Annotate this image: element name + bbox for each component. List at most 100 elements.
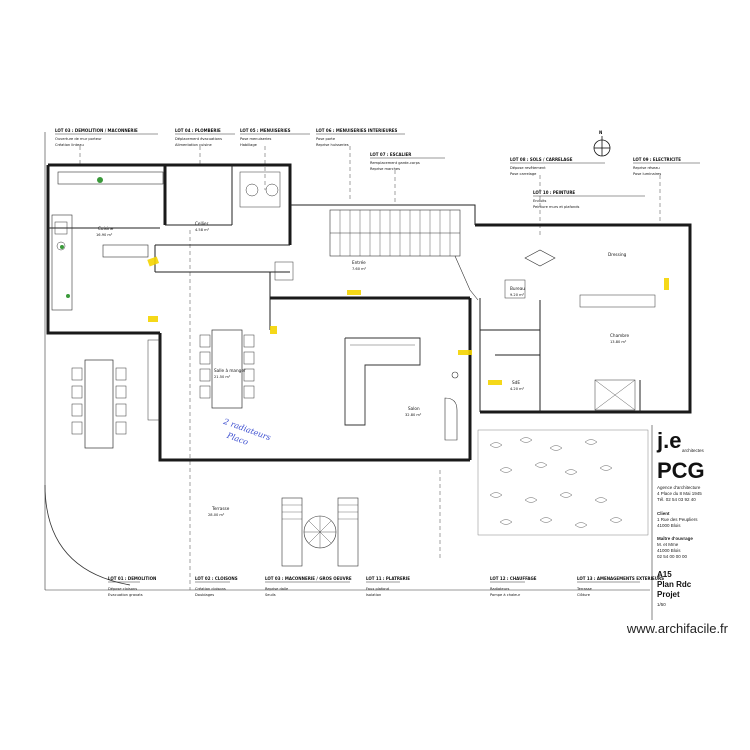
svg-text:LOT 03 : MACONNERIE / GROS OEU: LOT 03 : MACONNERIE / GROS OEUVRE bbox=[265, 576, 352, 581]
svg-text:41000 Blois: 41000 Blois bbox=[657, 548, 681, 553]
svg-text:Ouverture de mur porteur: Ouverture de mur porteur bbox=[55, 137, 102, 141]
annotation-bottom-0: LOT 01 : DEMOLITION Dépose cloisons Evac… bbox=[108, 576, 156, 597]
svg-text:LOT 09 : ELECTRICITE: LOT 09 : ELECTRICITE bbox=[633, 157, 681, 162]
svg-text:Bureau: Bureau bbox=[510, 286, 525, 291]
annotation-bottom-2: LOT 03 : MACONNERIE / GROS OEUVRE Repris… bbox=[265, 576, 352, 597]
svg-text:Habillage: Habillage bbox=[240, 143, 258, 147]
svg-text:LOT 10 : PEINTURE: LOT 10 : PEINTURE bbox=[533, 190, 575, 195]
garden-gravel bbox=[477, 429, 649, 536]
svg-text:28.00 m²: 28.00 m² bbox=[208, 513, 225, 517]
svg-text:Isolation: Isolation bbox=[366, 593, 381, 597]
handwritten-note: 2 radiateurs Placo bbox=[221, 417, 272, 447]
svg-text:4.20 m²: 4.20 m² bbox=[510, 387, 525, 391]
annotation-top-7: LOT 10 : PEINTURE Enduits Peinture murs … bbox=[533, 190, 645, 209]
svg-text:Enduits: Enduits bbox=[533, 199, 547, 203]
annotation-top-0: LOT 03 : DEMOLITION / MACONNERIE Ouvertu… bbox=[55, 128, 158, 147]
annotation-top-1: LOT 04 : PLOMBERIE Déplacement évacuatio… bbox=[175, 128, 235, 147]
svg-text:Evacuation gravats: Evacuation gravats bbox=[108, 593, 143, 597]
watermark-text: www.archifacile.fr bbox=[626, 621, 728, 636]
utility-fixtures bbox=[239, 171, 294, 281]
svg-text:Reprise réseau: Reprise réseau bbox=[633, 166, 660, 170]
highlight-marks bbox=[147, 256, 669, 385]
svg-text:Clôture: Clôture bbox=[577, 593, 591, 597]
room-label-cellier: Cellier 4.58 m² bbox=[195, 221, 210, 232]
sheet-status: Projet bbox=[657, 590, 680, 599]
north-arrow-icon: N bbox=[593, 130, 611, 157]
svg-text:1 Rue des Peupliers: 1 Rue des Peupliers bbox=[657, 517, 698, 522]
svg-text:LOT 12 : CHAUFFAGE: LOT 12 : CHAUFFAGE bbox=[490, 576, 537, 581]
svg-text:Entrée: Entrée bbox=[352, 260, 366, 265]
room-label-office: Bureau 9.20 m² bbox=[510, 286, 525, 297]
svg-text:21.50 m²: 21.50 m² bbox=[214, 375, 231, 379]
living-sofa bbox=[344, 337, 459, 441]
logo-text: j.e bbox=[656, 428, 681, 453]
svg-text:Déplacement évacuations: Déplacement évacuations bbox=[175, 137, 222, 141]
svg-text:Seuils: Seuils bbox=[265, 593, 276, 597]
svg-text:Dépose revêtement: Dépose revêtement bbox=[510, 166, 546, 170]
annotation-bottom-4: LOT 12 : CHAUFFAGE Radiateurs Pompe à ch… bbox=[490, 576, 537, 597]
svg-text:Reprise huisseries: Reprise huisseries bbox=[316, 143, 349, 147]
title-block: j.e architectes PCG Agence d'architectur… bbox=[651, 425, 705, 620]
svg-text:Client: Client bbox=[657, 511, 670, 516]
leader-lines bbox=[79, 146, 661, 590]
svg-text:Pompe à chaleur: Pompe à chaleur bbox=[490, 593, 521, 597]
svg-text:Faux plafond: Faux plafond bbox=[366, 587, 389, 591]
svg-text:02 54 00 00 00: 02 54 00 00 00 bbox=[657, 554, 688, 559]
svg-text:Tél. 02 54 03 92 40: Tél. 02 54 03 92 40 bbox=[657, 497, 696, 502]
annotation-top-5: LOT 08 : SOLS / CARRELAGE Dépose revêtem… bbox=[510, 157, 605, 176]
svg-text:32.80 m²: 32.80 m² bbox=[405, 413, 422, 417]
svg-text:LOT 11 : PLATRERIE: LOT 11 : PLATRERIE bbox=[366, 576, 410, 581]
svg-text:LOT 04 : PLOMBERIE: LOT 04 : PLOMBERIE bbox=[175, 128, 221, 133]
svg-text:Dressing: Dressing bbox=[608, 252, 627, 257]
svg-text:Pose menuiseries: Pose menuiseries bbox=[240, 137, 271, 141]
svg-text:Alimentation cuisine: Alimentation cuisine bbox=[175, 143, 212, 147]
svg-text:16.90 m²: 16.90 m² bbox=[96, 233, 113, 237]
svg-text:Création cloisons: Création cloisons bbox=[195, 587, 226, 591]
svg-text:LOT 02 : CLOISONS: LOT 02 : CLOISONS bbox=[195, 576, 238, 581]
svg-text:M. et Mme: M. et Mme bbox=[657, 542, 679, 547]
svg-text:LOT 03 : DEMOLITION / MACONNER: LOT 03 : DEMOLITION / MACONNERIE bbox=[55, 128, 138, 133]
svg-text:41000 Blois: 41000 Blois bbox=[657, 523, 681, 528]
svg-text:9.20 m²: 9.20 m² bbox=[510, 293, 525, 297]
svg-text:Chambre: Chambre bbox=[610, 333, 630, 338]
svg-text:LOT 01 : DEMOLITION: LOT 01 : DEMOLITION bbox=[108, 576, 156, 581]
exterior-walls bbox=[46, 163, 692, 462]
svg-text:Pose carrelage: Pose carrelage bbox=[510, 172, 537, 176]
svg-text:4 Place du 8 Mai 1945: 4 Place du 8 Mai 1945 bbox=[657, 491, 702, 496]
svg-text:LOT 05 : MENUISERIES: LOT 05 : MENUISERIES bbox=[240, 128, 291, 133]
svg-text:Radiateurs: Radiateurs bbox=[490, 587, 509, 591]
dining-table bbox=[199, 329, 255, 409]
svg-text:Salle à manger: Salle à manger bbox=[214, 368, 246, 373]
staircase bbox=[329, 209, 479, 301]
annotation-bottom-1: LOT 02 : CLOISONS Création cloisons Doub… bbox=[195, 576, 238, 597]
svg-text:Dépose cloisons: Dépose cloisons bbox=[108, 587, 137, 591]
room-label-terrace: Terrasse 28.00 m² bbox=[208, 506, 230, 517]
room-label-living: Salon 32.80 m² bbox=[405, 406, 422, 417]
room-label-dressing: Dressing bbox=[608, 252, 627, 257]
terrace-furniture bbox=[281, 497, 359, 567]
svg-text:Terrasse: Terrasse bbox=[211, 506, 230, 511]
svg-text:Reprise dalle: Reprise dalle bbox=[265, 587, 289, 591]
logo-subtitle: architectes bbox=[682, 448, 705, 453]
svg-text:Reprise marches: Reprise marches bbox=[370, 167, 400, 171]
annotation-top-3: LOT 06 : MENUISERIES INTERIEURES Pose po… bbox=[316, 128, 405, 147]
room-label-bedroom: Chambre 13.80 m² bbox=[610, 333, 630, 344]
room-label-entry: Entrée 7.60 m² bbox=[352, 260, 367, 271]
annotation-top-6: LOT 09 : ELECTRICITE Reprise réseau Pose… bbox=[633, 157, 700, 176]
sheet-scale: 1/50 bbox=[657, 602, 666, 607]
project-code: PCG bbox=[657, 458, 705, 483]
svg-text:Salon: Salon bbox=[408, 406, 420, 411]
annotation-top-2: LOT 05 : MENUISERIES Pose menuiseries Ha… bbox=[240, 128, 310, 147]
svg-text:Cellier: Cellier bbox=[195, 221, 209, 226]
svg-text:Agence d'architecture: Agence d'architecture bbox=[657, 485, 701, 490]
svg-text:Doublages: Doublages bbox=[195, 593, 214, 597]
svg-text:13.80 m²: 13.80 m² bbox=[610, 340, 627, 344]
svg-text:7.60 m²: 7.60 m² bbox=[352, 267, 367, 271]
sheet-number: A15 bbox=[657, 570, 672, 579]
room-label-dining: Salle à manger 21.50 m² bbox=[214, 368, 246, 379]
svg-text:Terrasse: Terrasse bbox=[576, 587, 593, 591]
kitchen-fixtures bbox=[51, 171, 164, 311]
sheet-title: Plan Rdc bbox=[657, 580, 692, 589]
svg-text:Création linteau: Création linteau bbox=[55, 143, 84, 147]
